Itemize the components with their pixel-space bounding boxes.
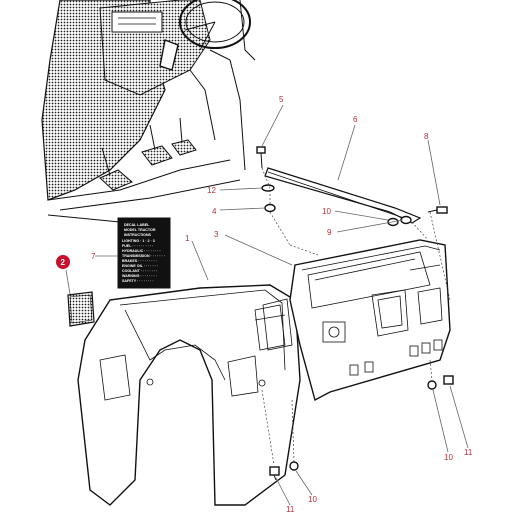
gauge-cluster [111, 11, 163, 33]
switch-slot [349, 364, 359, 376]
plate-line: HYDRAULIC · · · · · · · · [122, 249, 161, 253]
cab-context-view [41, 0, 256, 223]
callout-2-marker [56, 255, 70, 269]
decal-label-plate: DECAL LABEL MODEL TRACTOR INSTRUCTIONS L… [117, 217, 171, 289]
callout-1: 1 [185, 234, 190, 243]
washer-10b-icon [289, 461, 299, 471]
leader-lines [65, 104, 469, 506]
callout-9: 9 [327, 228, 332, 237]
instrument-panel [262, 239, 451, 402]
callout-12: 12 [207, 186, 216, 195]
switch-slot [421, 342, 431, 354]
nut-4-icon [264, 203, 276, 213]
switch-bezel [322, 321, 346, 343]
plate-line: TRANSMISSION · · · · · · · [122, 254, 165, 258]
callouts: 1 2 3 4 5 6 7 8 9 10 10 10 11 11 12 [56, 95, 473, 514]
plate-line: INSTRUCTIONS [124, 233, 152, 237]
support-rod [264, 167, 422, 224]
callout-10b: 10 [444, 453, 453, 462]
bolt-11b-icon [269, 466, 280, 476]
pedal-left [99, 169, 133, 191]
trim-piece [67, 291, 95, 327]
switch-slot [364, 361, 374, 373]
washer-10-icon [427, 380, 437, 390]
callout-11b: 11 [286, 505, 295, 514]
plate-line: DECAL LABEL [124, 223, 150, 227]
plate-line: FUEL · · · · · · · · · · [122, 244, 153, 248]
gauge-opening-right [417, 287, 443, 325]
plate-line: SAFETY · · · · · · · · [122, 279, 154, 283]
gauge-opening [371, 289, 409, 337]
callout-7: 7 [91, 252, 96, 261]
plate-line: LIGHTING · 1 · 2 · 3 [122, 239, 155, 243]
callout-4: 4 [212, 207, 217, 216]
fasteners [256, 146, 454, 481]
callout-6: 6 [353, 115, 358, 124]
callout-11a: 11 [464, 448, 473, 457]
plate-line: COOLANT · · · · · · · · [122, 269, 157, 273]
switch-slot [409, 345, 419, 357]
steering-wheel-icon [179, 0, 251, 49]
plate-line: ENGINE OIL · · · · · · · [122, 264, 158, 268]
plate-line: BRAKES · · · · · · · · · [122, 259, 157, 263]
pedal-right [141, 145, 173, 166]
bolt-8-icon [436, 206, 448, 214]
plate-line: WARNING · · · · · · · · [122, 274, 157, 278]
bolt-5-icon [256, 146, 266, 154]
callout-10a: 10 [322, 207, 331, 216]
bolt-11-icon [443, 375, 454, 385]
assembly-guides [261, 167, 451, 466]
callout-2: 2 [61, 258, 66, 267]
callout-3: 3 [214, 230, 219, 239]
pedal-third [171, 139, 197, 156]
callout-5: 5 [279, 95, 284, 104]
callout-8: 8 [424, 132, 429, 141]
washer-12-icon [261, 184, 275, 192]
panel-opening [307, 251, 431, 309]
lower-cowl [77, 284, 301, 506]
switch-slot [433, 339, 443, 351]
callout-10c: 10 [308, 495, 317, 504]
plate-line: MODEL TRACTOR [124, 228, 156, 232]
